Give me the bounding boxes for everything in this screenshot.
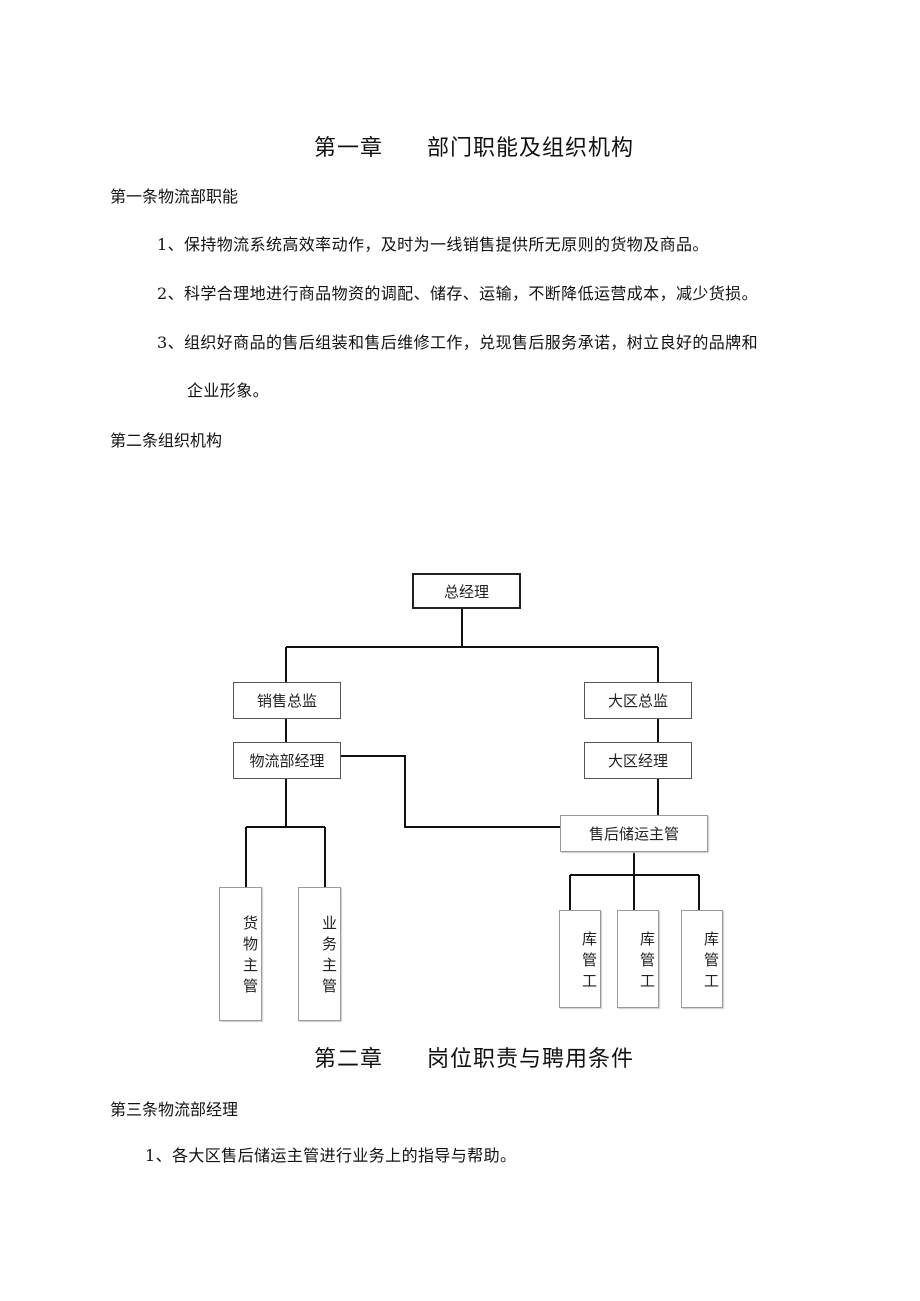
org-box-region-director: 大区总监 — [584, 682, 692, 719]
article-2-title: 第二条组织机构 — [110, 431, 223, 450]
org-box-ceo: 总经理 — [412, 573, 521, 609]
org-box-logistics-manager: 物流部经理 — [233, 742, 341, 779]
org-box-sales-director: 销售总监 — [233, 682, 341, 719]
org-box-aftersales-supervisor: 售后储运主管 — [560, 815, 708, 852]
chapter-2-title: 岗位职责与聘用条件 — [427, 1047, 635, 1072]
chapter-1-heading: 第一章 部门职能及组织机构 — [314, 130, 634, 162]
article-1-item-2: 2、科学合理地进行商品物资的调配、储存、运输，不断降低运营成本，减少货损。 — [157, 284, 758, 303]
article-1-title: 第一条物流部职能 — [110, 187, 239, 206]
chapter-1-number: 第一章 — [314, 136, 384, 161]
org-box-business-supervisor: 业务主管 — [298, 887, 341, 1021]
chapter-2-heading: 第二章 岗位职责与聘用条件 — [314, 1041, 634, 1073]
article-1-item-3: 3、组织好商品的售后组装和售后维修工作，兑现售后服务承诺，树立良好的品牌和 — [157, 333, 758, 352]
chapter-1-title: 部门职能及组织机构 — [427, 136, 635, 161]
org-box-warehouse-worker-1: 库管工 — [559, 910, 601, 1008]
org-box-warehouse-worker-2: 库管工 — [617, 910, 659, 1008]
org-box-region-manager: 大区经理 — [584, 742, 692, 779]
article-3-title: 第三条物流部经理 — [110, 1100, 239, 1119]
connector-logistics-to-aftersales — [340, 755, 560, 828]
article-3-item-1: 1、各大区售后储运主管进行业务上的指导与帮助。 — [145, 1146, 517, 1165]
org-box-goods-supervisor: 货物主管 — [219, 887, 262, 1021]
article-1-item-3-cont: 企业形象。 — [187, 381, 270, 400]
chapter-2-number: 第二章 — [314, 1047, 384, 1072]
article-1-item-1: 1、保持物流系统高效率动作，及时为一线销售提供所无原则的货物及商品。 — [157, 235, 709, 254]
org-box-warehouse-worker-3: 库管工 — [681, 910, 723, 1008]
